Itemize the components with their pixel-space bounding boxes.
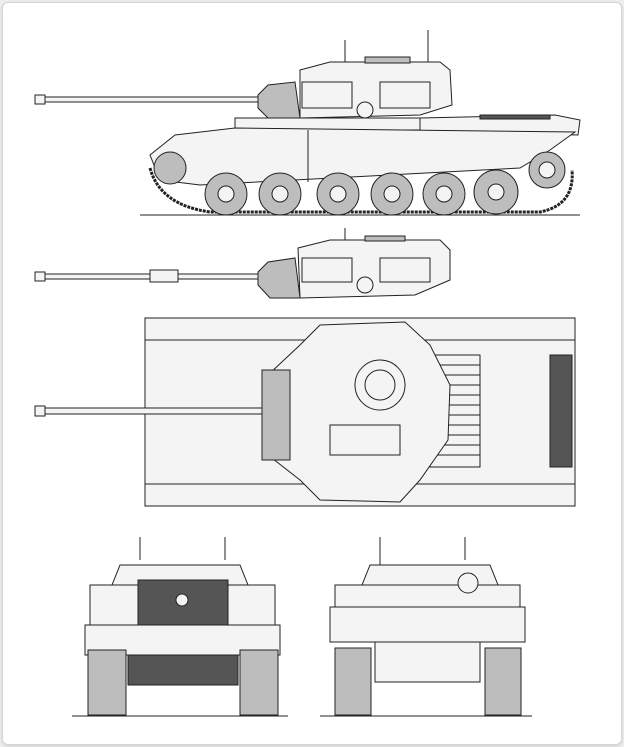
- gun-muzzle: [175, 593, 189, 607]
- front-view: [72, 537, 288, 717]
- commander-cupola: [354, 359, 406, 411]
- loader-hatch: [329, 424, 401, 456]
- stowage-bin: [379, 257, 431, 283]
- cupola-hatch: [364, 369, 396, 401]
- fume-extractor: [149, 269, 179, 283]
- wheel-hub: [383, 185, 401, 203]
- hull-rear: [329, 606, 526, 643]
- stowage-bin: [379, 81, 431, 109]
- mantlet: [257, 81, 301, 121]
- cupola: [364, 56, 411, 64]
- turret-ring-detail: [356, 276, 374, 294]
- turret-ring-detail: [356, 101, 374, 119]
- gun-barrel: [44, 407, 266, 415]
- road-wheels: [204, 169, 519, 216]
- muzzle: [34, 94, 46, 105]
- cupola: [364, 235, 406, 242]
- stowage-bin: [301, 257, 353, 283]
- wheel-hub: [487, 183, 505, 201]
- track: [148, 167, 574, 214]
- turret: [297, 239, 451, 299]
- rear-plate: [374, 641, 481, 683]
- track-right: [484, 647, 522, 716]
- wheel-hub: [271, 185, 289, 203]
- track-left: [334, 647, 372, 716]
- rear-grille: [549, 354, 573, 468]
- rear-view: [320, 537, 532, 717]
- mantlet: [257, 257, 301, 299]
- muzzle: [34, 405, 46, 417]
- wheel-hub: [435, 185, 453, 203]
- mantlet-top: [261, 369, 291, 461]
- track-left: [87, 649, 127, 716]
- side-view: [34, 30, 581, 216]
- wheel-hub: [329, 185, 347, 203]
- lower-glacis: [127, 654, 239, 686]
- turret-top: [267, 321, 451, 503]
- sprocket-hub: [538, 161, 556, 179]
- turret-rear: [334, 584, 521, 608]
- track-right: [239, 649, 279, 716]
- top-view: [34, 317, 576, 507]
- idler-wheel: [153, 151, 187, 185]
- stowage-drum: [457, 572, 479, 594]
- turret-side-view: [34, 228, 451, 299]
- stowage-bin: [301, 81, 353, 109]
- muzzle: [34, 271, 46, 282]
- wheel-hub: [217, 185, 235, 203]
- gun-barrel: [44, 96, 261, 103]
- engine-grille: [479, 114, 551, 120]
